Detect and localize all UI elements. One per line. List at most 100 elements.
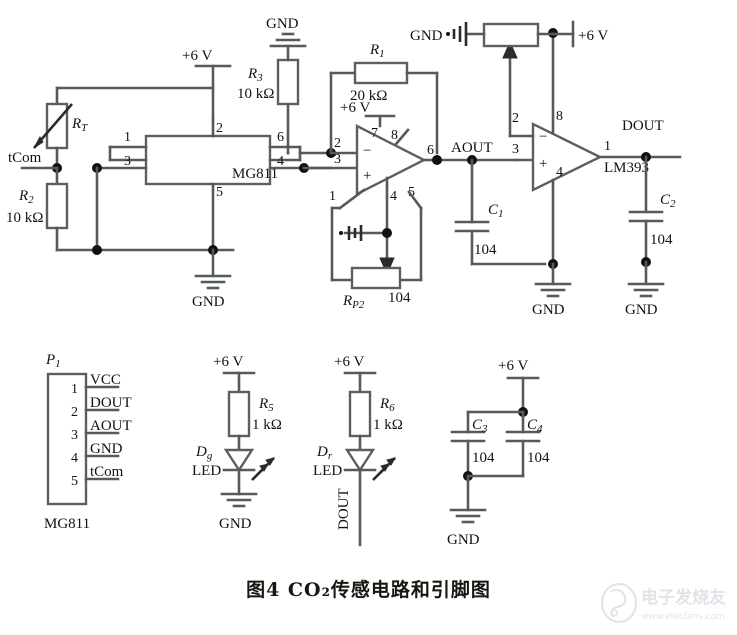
comparator-pin-8-label: 8 [556, 109, 563, 124]
sensor-pin-3-label: 3 [124, 154, 131, 169]
connector-pin-2-number: 2 [71, 405, 78, 420]
supply-symbol-led-red [343, 371, 377, 394]
ground-symbol-decoupling [449, 474, 487, 524]
opamp-plus-sign: + [363, 168, 371, 184]
ground-symbol-c1 [534, 262, 572, 298]
resistor-r2 [45, 182, 69, 230]
capacitor-c2-label: C2 [660, 192, 676, 210]
capacitor-c4-value: 104 [527, 450, 550, 466]
sensor-pin-4-label: 4 [277, 154, 284, 169]
connector-pin-row-4: 4 GND [71, 441, 123, 466]
wire-opamp-pin8 [394, 128, 410, 146]
opamp-minus-sign: − [363, 143, 371, 159]
resistor-r5-value: 1 kΩ [252, 417, 282, 433]
figure-caption: 图4 CO₂传感电路和引脚图 [246, 579, 491, 601]
sensor-pin-5-label: 5 [216, 185, 223, 200]
resistor-rt-label: RT [71, 116, 88, 134]
capacitor-c1-label: C1 [488, 202, 504, 220]
supply-symbol-right [551, 20, 575, 48]
connector-pin-1-signal: VCC [90, 372, 121, 388]
capacitor-c1-value: 104 [474, 242, 497, 258]
sensor-pin-2-label: 2 [216, 121, 223, 136]
resistor-r5-label: R5 [258, 396, 274, 414]
capacitor-c3 [450, 430, 486, 443]
led-red-symbol [343, 448, 397, 481]
resistor-r6-value: 1 kΩ [373, 417, 403, 433]
connector-pin-4-signal: GND [90, 441, 123, 457]
capacitor-c1 [454, 220, 490, 233]
resistor-r1 [353, 61, 409, 85]
ground-symbol-c2 [627, 260, 665, 298]
comparator-pin-3-label: 3 [512, 142, 519, 157]
supply-label-top-left: +6 V [182, 48, 212, 64]
sensor-pin-6-label: 6 [277, 130, 284, 145]
ground-label-c2: GND [625, 302, 658, 318]
connector-pin-2-signal: DOUT [90, 395, 132, 411]
resistor-r6-label: R6 [379, 396, 395, 414]
ground-label-r3: GND [266, 16, 299, 32]
wiper-arrow-rp2 [379, 257, 395, 276]
led-green-label: Dg [195, 444, 213, 462]
resistor-r3 [276, 58, 300, 106]
supply-symbol-decoupling [506, 376, 540, 414]
ground-symbol-pot [446, 22, 468, 46]
opamp-supply-label: +6 V [340, 100, 370, 116]
node-opamp-output [432, 155, 442, 165]
connector-p1-label: P1 [45, 352, 61, 370]
ground-label-led-green: GND [219, 516, 252, 532]
ground-label-sensor: GND [192, 294, 225, 310]
supply-label-led-green: +6 V [213, 354, 243, 370]
led-red-type: LED [313, 463, 342, 479]
supply-label-right: +6 V [578, 28, 608, 44]
connector-pin-row-5: 5 tCom [71, 464, 124, 489]
opamp-pin-6-label: 6 [427, 143, 434, 158]
supply-symbol-top-left [194, 64, 232, 122]
connector-p1-body [46, 372, 88, 506]
capacitor-c2 [628, 210, 664, 223]
wire-opamp-pin1-leg [338, 188, 366, 210]
supply-label-decoupling: +6 V [498, 358, 528, 374]
capacitor-c2-value: 104 [650, 232, 673, 248]
opamp-pin-7-label: 7 [371, 126, 378, 141]
connector-pin-row-2: 2 DOUT [71, 395, 132, 420]
potentiometer-rp2-value: 104 [388, 290, 411, 306]
comparator-pin-1-label: 1 [604, 139, 611, 154]
potentiometer-rp2 [350, 266, 402, 290]
comparator-minus-sign: − [539, 129, 547, 145]
resistor-rt [33, 102, 73, 150]
capacitor-c4 [505, 430, 541, 443]
comparator-symbol-lm393 [531, 122, 603, 192]
comparator-name-lm393: LM393 [604, 160, 649, 176]
supply-symbol-led-green [222, 371, 256, 394]
supply-label-led-red: +6 V [334, 354, 364, 370]
ground-label-pot: GND [410, 28, 443, 44]
resistor-r6 [348, 390, 372, 438]
aout-label: AOUT [451, 140, 493, 156]
sensor-name-mg811: MG811 [232, 166, 278, 182]
connector-pin-4-number: 4 [71, 451, 78, 466]
reference-symbol-opamp [339, 225, 389, 241]
opamp-pin-3-label: 3 [334, 152, 341, 167]
potentiometer-threshold [482, 22, 540, 48]
ground-symbol-led-green [220, 492, 258, 508]
resistor-r2-label: R2 [18, 188, 34, 206]
connector-p1-part: MG811 [44, 516, 90, 532]
resistor-r1-label: R1 [369, 42, 385, 60]
resistor-r3-label: R3 [247, 66, 263, 84]
ground-label-c1: GND [532, 302, 565, 318]
dout-label: DOUT [622, 118, 664, 134]
opamp-pin-8-label: 8 [391, 128, 398, 143]
tcom-label: tCom [8, 150, 42, 166]
opamp-pin-4-label: 4 [390, 189, 397, 204]
connector-pin-row-1: 1 VCC [71, 372, 121, 397]
resistor-r1-value: 20 kΩ [350, 88, 387, 104]
wire-opamp-pin5-leg [407, 190, 423, 210]
connector-pin-3-signal: AOUT [90, 418, 132, 434]
led-red-net-label: DOUT [336, 488, 352, 530]
ground-label-decoupling: GND [447, 532, 480, 548]
capacitor-c3-value: 104 [472, 450, 495, 466]
connector-pin-row-3: 3 AOUT [71, 418, 132, 443]
node-pin3-gnd [92, 245, 102, 255]
sensor-left-pins [95, 145, 148, 170]
